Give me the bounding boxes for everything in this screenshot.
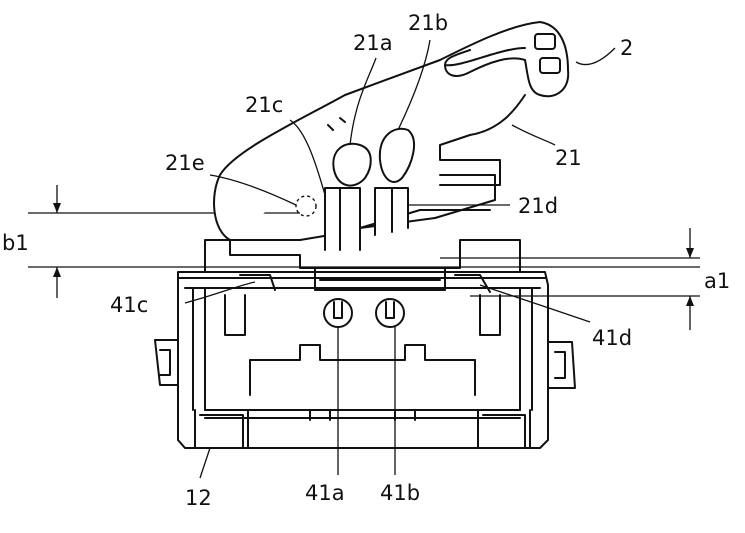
label-2: 2 xyxy=(620,36,633,60)
right-post xyxy=(479,294,501,336)
b1-arrowhead-top xyxy=(53,203,61,213)
arm-21-lower xyxy=(434,174,496,219)
edge-ticks xyxy=(327,117,346,131)
leader-lines xyxy=(184,39,616,479)
leader-21c xyxy=(289,119,326,196)
leader-21b xyxy=(397,39,431,131)
leader-41d xyxy=(479,284,591,323)
foot-right xyxy=(477,409,531,449)
hidden-pin-21e xyxy=(295,195,317,217)
hook-41d xyxy=(454,274,491,293)
leader-12 xyxy=(199,447,211,479)
center-slot xyxy=(314,267,446,291)
label-21b: 21b xyxy=(408,11,448,35)
foot-left xyxy=(194,409,249,449)
tip-square-1 xyxy=(534,33,556,50)
contact-41a xyxy=(323,298,353,328)
label-21d: 21d xyxy=(518,194,558,218)
label-41c: 41c xyxy=(110,293,148,317)
label-41b: 41b xyxy=(380,481,420,505)
label-21a: 21a xyxy=(353,31,393,55)
contact-41b-pin xyxy=(385,301,395,319)
label-41a: 41a xyxy=(305,481,345,505)
boss-21a xyxy=(332,142,372,187)
left-latch-inner xyxy=(159,349,171,376)
housing-outer xyxy=(177,271,549,449)
hook-41c xyxy=(239,274,276,291)
leader-21 xyxy=(511,124,556,146)
left-post xyxy=(224,294,246,336)
housing-right-wall xyxy=(519,287,533,411)
label-21: 21 xyxy=(555,146,582,170)
leg-slots xyxy=(339,187,393,251)
b1-arrowhead-bottom xyxy=(53,267,61,277)
tip-square-2 xyxy=(539,57,561,74)
label-b1: b1 xyxy=(2,231,29,255)
platform xyxy=(204,239,521,293)
housing-left-wall xyxy=(192,287,206,411)
leg-21c xyxy=(324,187,361,251)
leader-41c xyxy=(184,281,256,304)
housing-12 xyxy=(154,271,576,449)
label-12: 12 xyxy=(185,486,212,510)
contact-41a-pin xyxy=(333,301,343,319)
base-notches xyxy=(309,409,416,421)
lever-outline xyxy=(213,21,570,241)
labels: 2 21 21a 21b 21c 21d 21e 41c 41d 41a 41b… xyxy=(2,11,730,510)
leader-21e xyxy=(209,174,297,206)
platform-outline xyxy=(204,239,521,273)
label-21c: 21c xyxy=(245,93,283,117)
lever-2 xyxy=(213,21,570,251)
contact-41b xyxy=(375,298,405,328)
label-a1: a1 xyxy=(704,269,730,293)
boss-21b xyxy=(378,127,416,183)
leader-21a xyxy=(349,57,377,146)
right-latch-inner xyxy=(554,351,566,379)
right-latch xyxy=(547,341,576,389)
label-21e: 21e xyxy=(165,151,205,175)
leader-2 xyxy=(575,47,616,66)
label-41d: 41d xyxy=(592,326,632,350)
arm-21 xyxy=(439,94,526,186)
lever-tip-edge xyxy=(444,47,526,67)
left-latch xyxy=(154,339,179,386)
cavity-floor xyxy=(249,344,476,361)
contacts xyxy=(323,298,405,328)
cavity-walls xyxy=(249,359,476,396)
a1-arrowhead-top xyxy=(686,248,694,258)
a1-arrowhead-bottom xyxy=(686,296,694,306)
slot-lines xyxy=(319,271,441,281)
